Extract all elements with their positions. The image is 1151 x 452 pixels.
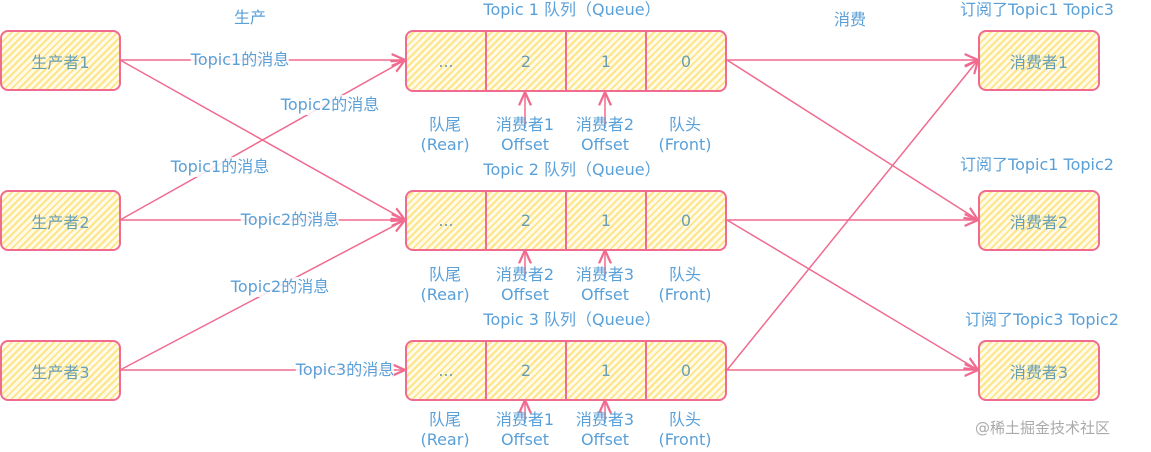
- front-label-en: (Front): [658, 135, 712, 154]
- edge-label: Topic2的消息: [240, 210, 340, 230]
- edge-q2-c3: [726, 219, 978, 370]
- queue-title: Topic 2 队列（Queue）: [483, 160, 661, 179]
- queue-cell: 2: [487, 192, 567, 249]
- edge-p2-q1: [119, 60, 405, 221]
- edge-q3-c1: [726, 60, 978, 371]
- offset-consumer: 消费者2: [495, 265, 555, 284]
- rear-label: 队尾: [428, 265, 462, 284]
- queue-cell: 2: [487, 342, 567, 399]
- heading-consume: 消费: [833, 10, 867, 29]
- queue-cell: 0: [680, 361, 692, 380]
- queue-title: Topic 3 队列（Queue）: [483, 310, 661, 329]
- producer-3: 生产者3: [0, 340, 121, 401]
- rear-label-en: (Rear): [420, 285, 470, 304]
- consumer-1: 消费者1: [978, 30, 1100, 91]
- queue-title: Topic 1 队列（Queue）: [483, 0, 661, 19]
- front-label: 队头: [668, 115, 702, 134]
- queue-cell: 1: [567, 32, 647, 90]
- consumer-3: 消费者3: [978, 340, 1100, 401]
- queue-cell: ...: [407, 192, 487, 249]
- rear-label: 队尾: [428, 410, 462, 429]
- producer-2: 生产者2: [0, 190, 121, 251]
- edge-label: Topic3的消息: [295, 360, 395, 380]
- front-label: 队头: [668, 265, 702, 284]
- offset-label: Offset: [580, 285, 630, 304]
- offset-consumer: 消费者3: [575, 265, 635, 284]
- offset-label: Offset: [580, 135, 630, 154]
- edge-label: Topic1的消息: [170, 157, 270, 177]
- offset-consumer: 消费者1: [495, 410, 555, 429]
- consumer-2: 消费者2: [978, 190, 1100, 251]
- front-label: 队头: [668, 410, 702, 429]
- front-label-en: (Front): [658, 285, 712, 304]
- producer-1: 生产者1: [0, 30, 121, 91]
- rear-label-en: (Rear): [420, 135, 470, 154]
- queue-cell: 2: [487, 32, 567, 90]
- queue-cell: 1: [567, 342, 647, 399]
- offset-label: Offset: [580, 430, 630, 449]
- edge-label: Topic2的消息: [280, 95, 380, 115]
- rear-label-en: (Rear): [420, 430, 470, 449]
- front-label-en: (Front): [658, 430, 712, 449]
- queue-2: ... 2 1 0: [405, 190, 727, 251]
- queue-cell: 0: [680, 51, 692, 71]
- edge-label: Topic1的消息: [190, 50, 290, 70]
- offset-consumer: 消费者2: [575, 115, 635, 134]
- offset-label: Offset: [500, 135, 550, 154]
- edge-label: Topic2的消息: [230, 277, 330, 297]
- rear-label: 队尾: [428, 115, 462, 134]
- offset-label: Offset: [500, 285, 550, 304]
- subscription-2: 订阅了Topic1 Topic2: [960, 155, 1114, 174]
- queue-cell: 1: [567, 192, 647, 249]
- queue-1: ... 2 1 0: [405, 30, 727, 92]
- offset-consumer: 消费者1: [495, 115, 555, 134]
- heading-produce: 生产: [233, 8, 267, 27]
- queue-3: ... 2 1 0: [405, 340, 727, 401]
- queue-cell: ...: [407, 32, 487, 90]
- queue-cell: 0: [680, 211, 692, 230]
- subscription-3: 订阅了Topic3 Topic2: [965, 310, 1119, 329]
- subscription-1: 订阅了Topic1 Topic3: [960, 0, 1114, 19]
- watermark: @稀土掘金技术社区: [975, 419, 1111, 437]
- queue-cell: ...: [407, 342, 487, 399]
- offset-label: Offset: [500, 430, 550, 449]
- offset-consumer: 消费者3: [575, 410, 635, 429]
- edge-q1-c2: [726, 59, 978, 220]
